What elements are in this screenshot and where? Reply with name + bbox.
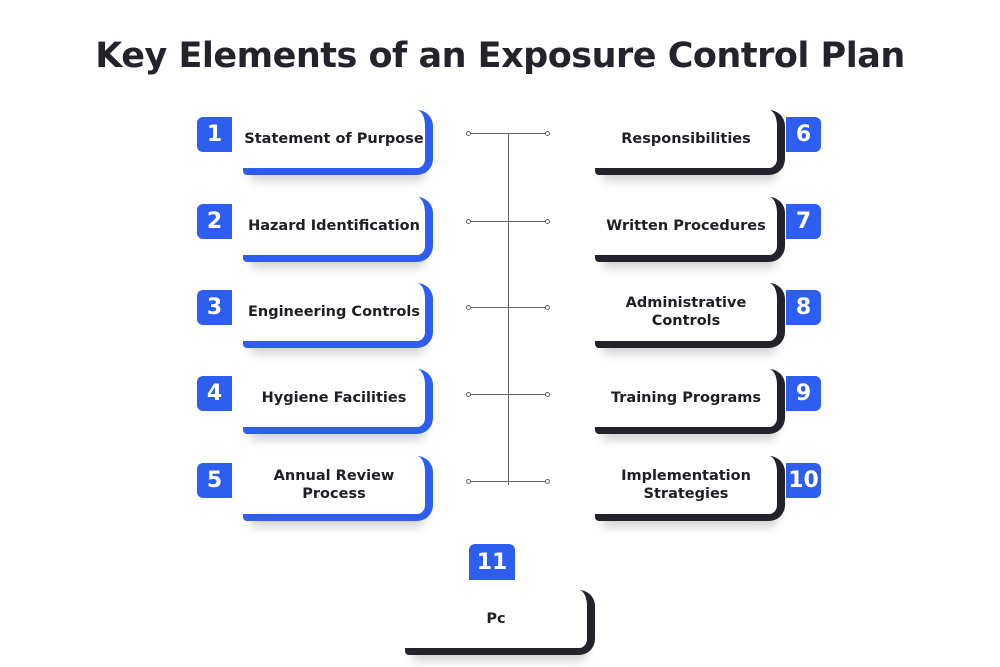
number-badge: 3 — [197, 290, 232, 325]
connector-branch — [466, 479, 550, 484]
right-card: Administrative Controls — [595, 283, 785, 348]
number-badge: 7 — [786, 204, 821, 239]
connector-branch — [466, 218, 550, 224]
left-card: Engineering Controls — [243, 283, 433, 348]
number-badge: 1 — [197, 117, 232, 152]
bottom-card: Pc — [405, 590, 595, 655]
left-card: Annual Review Process — [243, 456, 433, 521]
number-badge: 11 — [469, 544, 515, 580]
left-card: Hygiene Facilities — [243, 369, 433, 434]
connector-trunk — [508, 133, 509, 485]
number-badge: 5 — [197, 463, 232, 498]
number-badge: 10 — [786, 463, 821, 498]
connector-branch — [466, 305, 550, 310]
left-card: Hazard Identification — [243, 197, 433, 262]
right-card: Implementation Strategies — [595, 456, 785, 521]
number-badge: 9 — [786, 376, 821, 411]
right-card: Written Procedures — [595, 197, 785, 262]
page-title: Key Elements of an Exposure Control Plan — [95, 36, 905, 76]
right-card: Responsibilities — [595, 110, 785, 175]
connector-branch — [466, 131, 550, 136]
number-badge: 4 — [197, 376, 232, 411]
connector-branch — [466, 391, 550, 397]
number-badge: 6 — [786, 117, 821, 152]
number-badge: 8 — [786, 290, 821, 325]
number-badge: 2 — [197, 204, 232, 239]
right-card: Training Programs — [595, 369, 785, 434]
left-card: Statement of Purpose — [243, 110, 433, 175]
